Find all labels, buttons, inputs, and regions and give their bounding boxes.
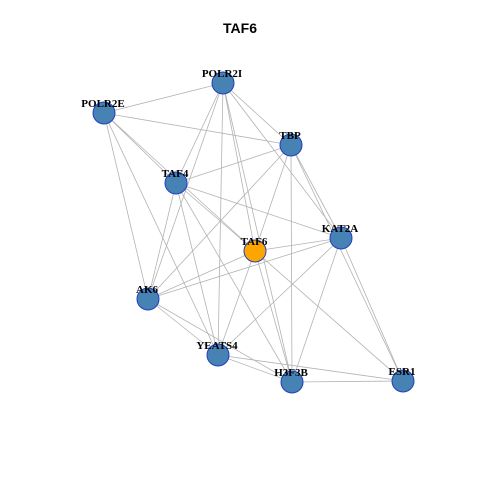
edge-kat2a-h3f3b (291, 237, 342, 383)
edge-h3f3b-esr1 (291, 380, 404, 383)
edge-ak6-h3f3b (147, 298, 293, 383)
node-polr2i[interactable] (211, 71, 235, 95)
edge-tbp-taf6 (254, 144, 292, 252)
edge-polr2e-taf4 (103, 112, 177, 184)
edge-polr2e-ak6 (103, 112, 149, 300)
edge-polr2e-polr2i (103, 82, 224, 114)
edge-taf4-h3f3b (175, 182, 293, 383)
edge-kat2a-yeats4 (217, 237, 342, 356)
node-kat2a[interactable] (329, 226, 353, 250)
edge-polr2i-tbp (222, 82, 292, 146)
node-layer (92, 71, 415, 394)
node-label-ak6: AK6 (136, 284, 159, 296)
edge-polr2i-yeats4 (217, 82, 224, 356)
node-polr2e[interactable] (92, 101, 116, 125)
edge-yeats4-h3f3b (217, 354, 293, 383)
edge-tbp-taf4 (175, 144, 292, 184)
edge-kat2a-esr1 (340, 237, 404, 382)
edge-yeats4-esr1 (217, 354, 404, 382)
node-h3f3b[interactable] (280, 370, 304, 394)
edge-taf6-yeats4 (217, 250, 256, 356)
edge-polr2i-taf4 (175, 82, 224, 184)
edge-taf6-kat2a (254, 237, 342, 252)
edge-tbp-esr1 (290, 144, 404, 382)
edge-taf4-kat2a (175, 182, 342, 239)
node-label-tbp: TBP (279, 130, 301, 142)
node-ak6[interactable] (136, 287, 160, 311)
node-label-esr1: ESR1 (389, 366, 416, 378)
edge-polr2e-yeats4 (103, 112, 219, 356)
node-label-polr2e: POLR2E (81, 98, 124, 110)
edge-tbp-ak6 (147, 144, 292, 300)
edge-ak6-yeats4 (147, 298, 219, 356)
node-yeats4[interactable] (206, 343, 230, 367)
node-tbp[interactable] (279, 133, 303, 157)
edge-tbp-h3f3b (290, 144, 293, 383)
edge-taf4-yeats4 (175, 182, 219, 356)
node-label-h3f3b: H3F3B (274, 367, 308, 379)
edge-polr2i-h3f3b (222, 82, 293, 383)
edge-polr2i-taf6 (222, 82, 256, 252)
node-taf6[interactable] (243, 239, 267, 263)
node-label-polr2i: POLR2I (202, 68, 242, 80)
edge-polr2e-tbp (103, 112, 292, 146)
edge-polr2i-kat2a (222, 82, 342, 239)
edge-tbp-kat2a (290, 144, 342, 239)
edge-taf6-ak6 (147, 250, 256, 300)
node-label-taf6: TAF6 (241, 236, 268, 248)
edge-kat2a-ak6 (147, 237, 342, 300)
node-label-yeats4: YEATS4 (196, 340, 238, 352)
node-esr1[interactable] (391, 369, 415, 393)
edge-taf6-h3f3b (254, 250, 293, 383)
figure-title: TAF6 (223, 20, 257, 36)
node-label-taf4: TAF4 (162, 168, 189, 180)
edge-taf4-ak6 (147, 182, 177, 300)
node-taf4[interactable] (164, 171, 188, 195)
edge-taf4-taf6 (175, 182, 256, 252)
node-label-kat2a: KAT2A (322, 223, 359, 235)
edge-taf6-esr1 (254, 250, 404, 382)
